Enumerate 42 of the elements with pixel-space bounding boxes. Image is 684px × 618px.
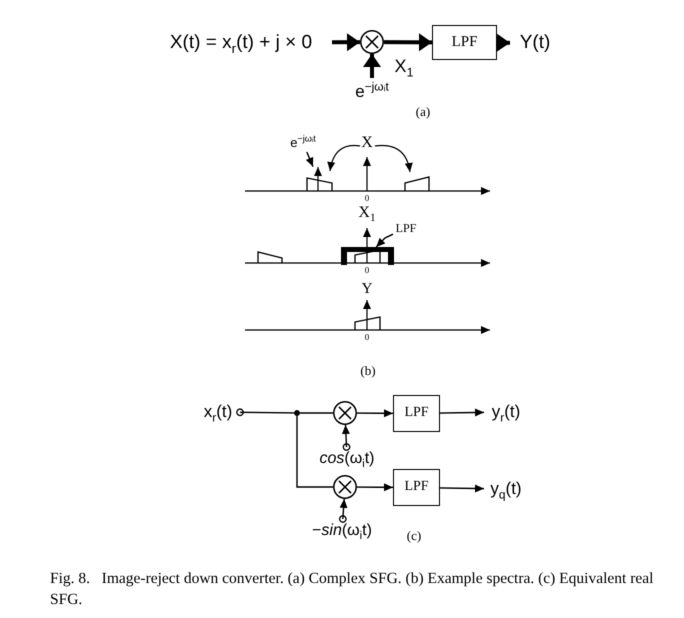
arrow bbox=[357, 483, 393, 492]
signal-label: x$_{r}$(t) bbox=[196, 398, 240, 426]
filter-block: LPF bbox=[393, 469, 440, 506]
filter-block: LPF bbox=[432, 25, 497, 60]
signal-label: y$_{r}$(t) bbox=[484, 398, 528, 426]
edge-label: X$_{1}$ bbox=[393, 56, 415, 80]
axis-tick-label: 0 bbox=[364, 332, 370, 342]
axis-tick-label: 0 bbox=[364, 193, 370, 203]
axis-label: Y bbox=[360, 281, 374, 299]
axis-label: X bbox=[360, 134, 374, 152]
signal-label: e$^{−jωᵢt}$ bbox=[345, 78, 399, 106]
arrow bbox=[376, 234, 394, 248]
filter-response-drawing bbox=[341, 247, 394, 265]
filter-block: LPF bbox=[393, 395, 440, 432]
mixer-symbol bbox=[360, 30, 384, 54]
arrow bbox=[338, 498, 348, 523]
arrow bbox=[342, 424, 350, 451]
arrow bbox=[440, 484, 484, 492]
arrow bbox=[357, 409, 393, 418]
filter-label: LPF bbox=[393, 221, 419, 235]
signal-label: −sin(ω$_{i}$t) bbox=[294, 519, 390, 543]
signal-label: y$_{q}$(t) bbox=[484, 474, 528, 504]
signal-label: X(t) = x$_{r}$(t) + j × 0 bbox=[150, 28, 332, 58]
arrow bbox=[440, 408, 484, 417]
panel-label: (b) bbox=[359, 363, 377, 380]
signal-label: e$^{−jωᵢt}$ bbox=[282, 134, 324, 152]
panel-label: (c) bbox=[406, 528, 422, 545]
signal-label: cos(ω$_{i}$t) bbox=[306, 447, 388, 471]
mixer-symbol bbox=[333, 401, 357, 425]
arrow bbox=[384, 33, 432, 52]
figure-caption: Fig. 8. Image-reject down converter. (a) Complex SFG. (b) Example spectra. (c) Equivalent real SFG. bbox=[50, 569, 654, 610]
arrow bbox=[332, 33, 360, 52]
signal-label: Y(t) bbox=[510, 28, 560, 58]
arrow bbox=[306, 152, 314, 167]
junction-dot bbox=[294, 410, 300, 416]
arrow bbox=[363, 54, 381, 78]
axis-label: X$_{1}$ bbox=[357, 204, 377, 226]
mixer-symbol bbox=[333, 475, 357, 499]
arrow bbox=[496, 34, 510, 52]
axis-tick-label: 0 bbox=[364, 265, 370, 275]
panel-label: (a) bbox=[414, 104, 432, 121]
impulse-arrow bbox=[313, 166, 323, 191]
